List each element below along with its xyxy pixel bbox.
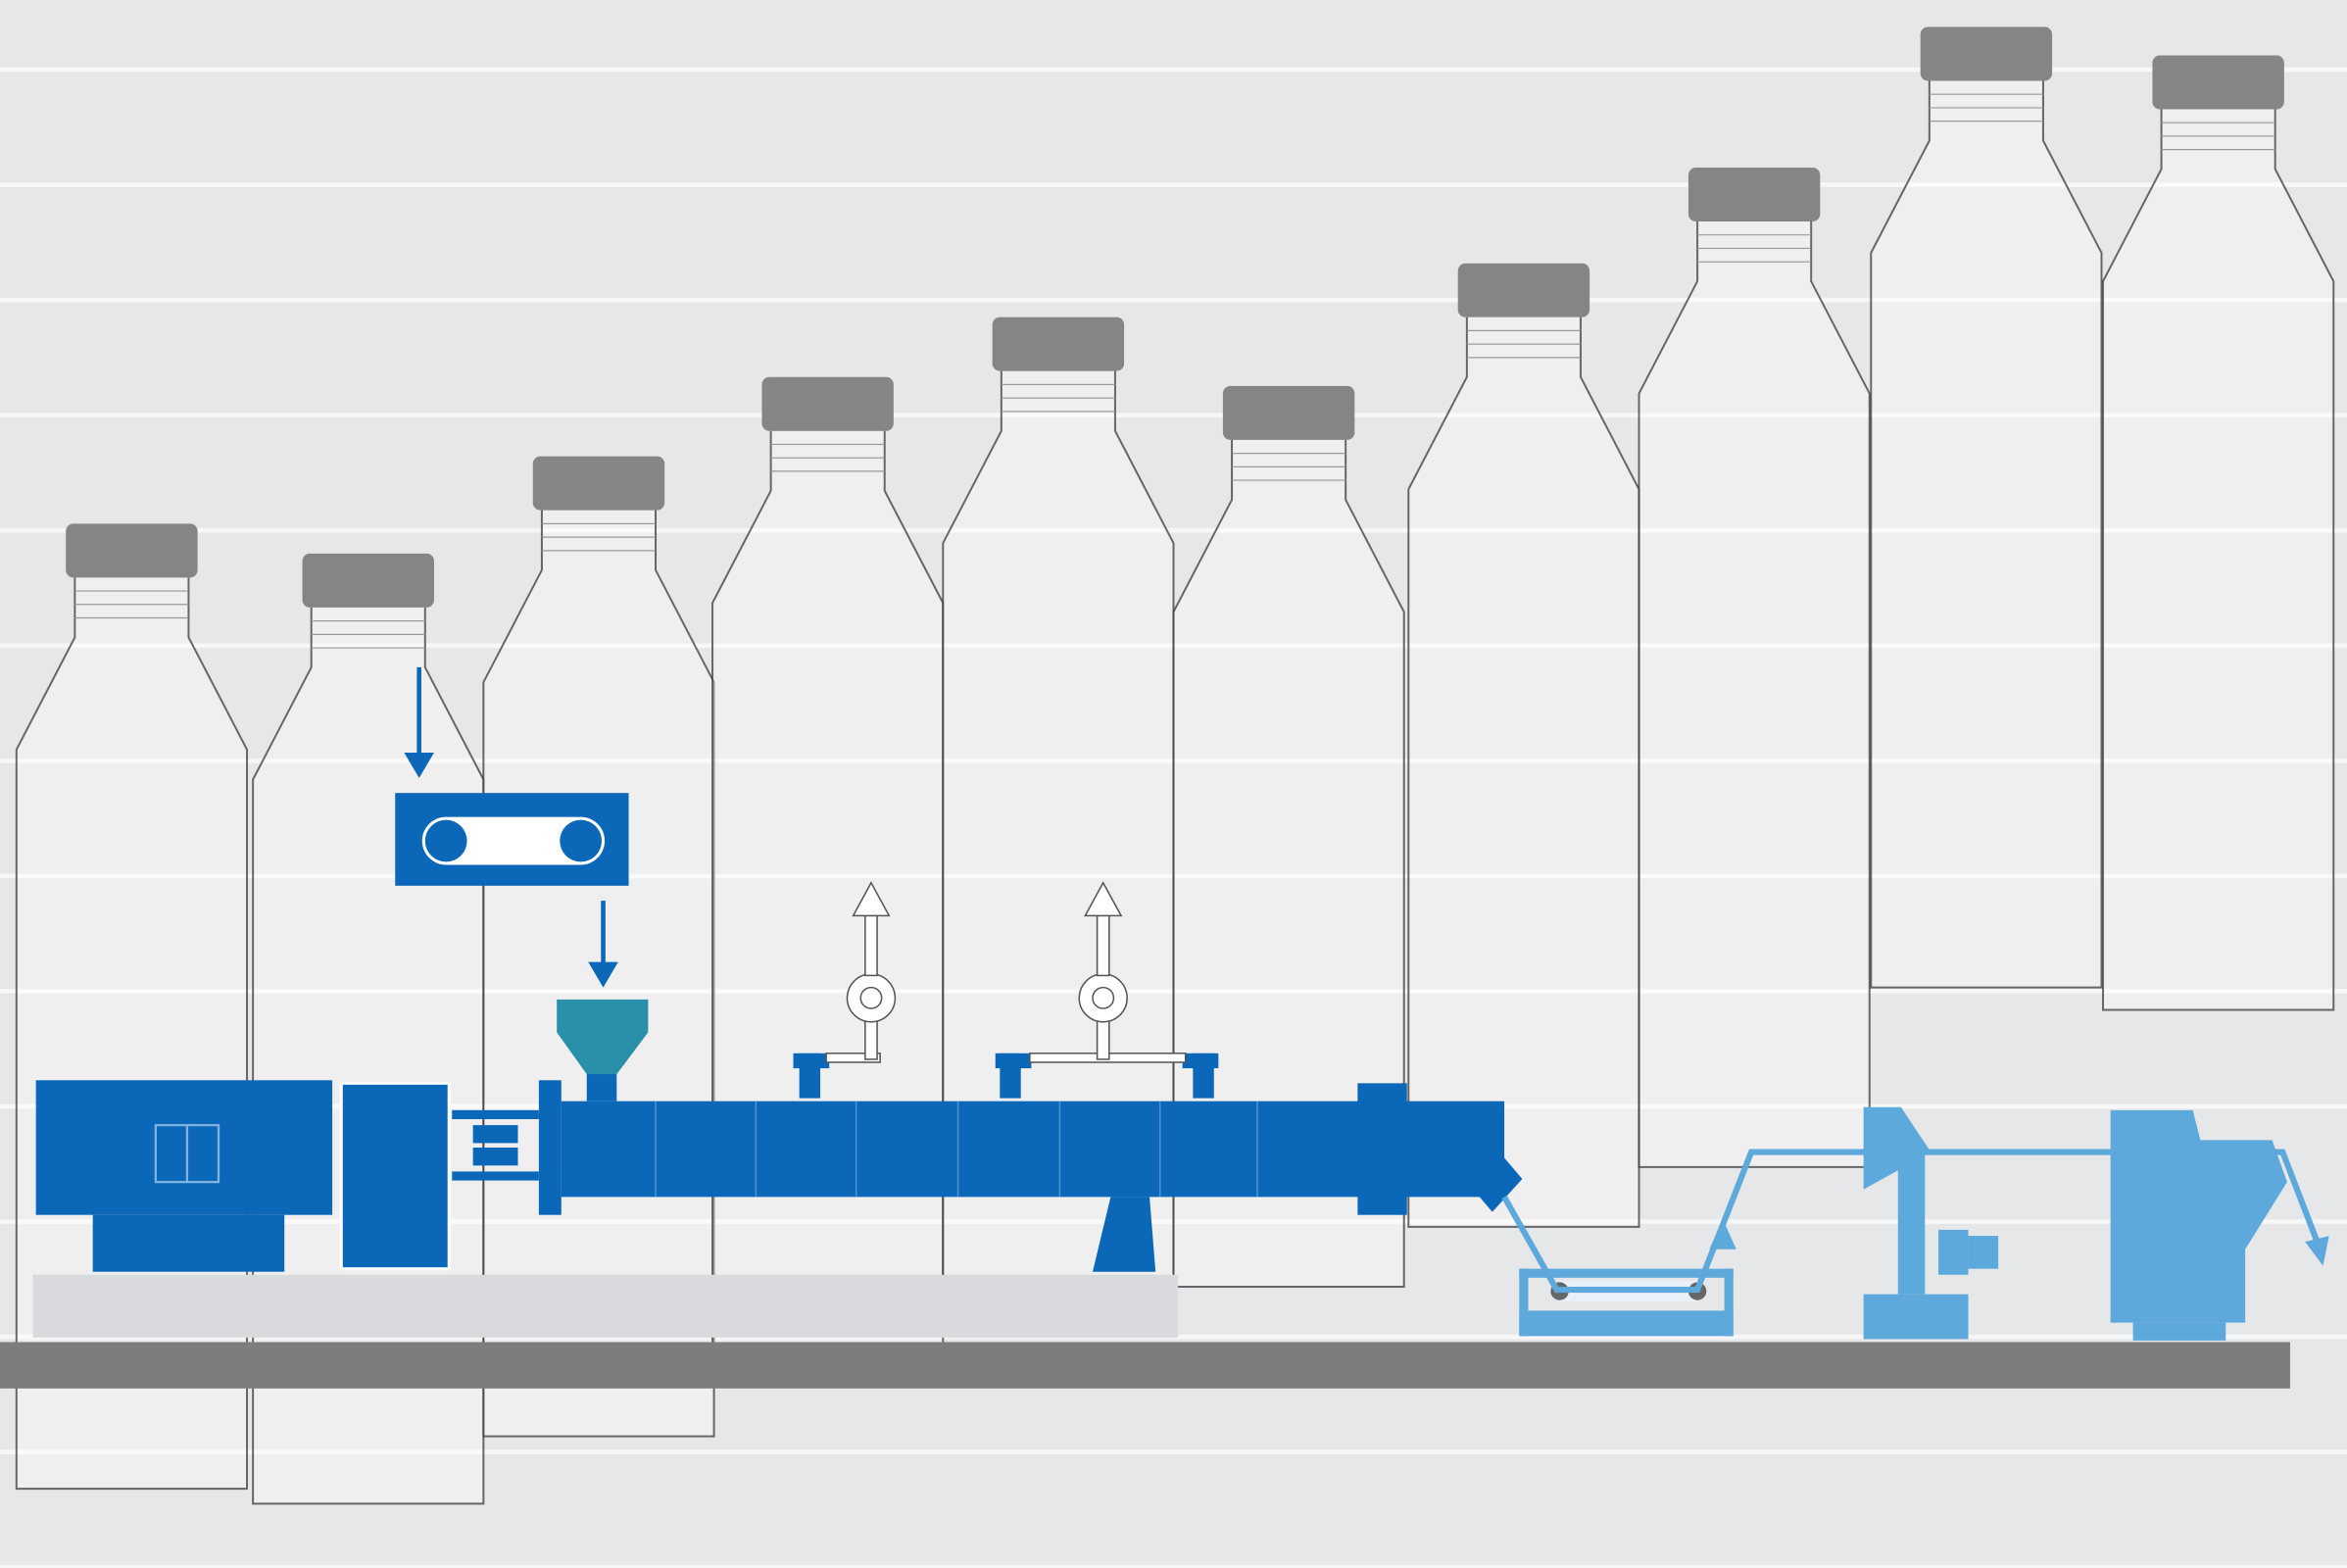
vacuum-pump-icon — [1029, 881, 1187, 1063]
extruder-line — [35, 666, 1523, 1272]
strand-path — [1501, 1149, 2323, 1294]
arrow-up-icon — [1084, 881, 1123, 917]
stripe — [0, 413, 2347, 417]
arrow-up-icon — [852, 881, 891, 917]
bottle-icon — [1172, 385, 1405, 1288]
extruder-barrel-icon — [561, 1071, 1523, 1272]
stripe — [0, 182, 2347, 187]
hopper-icon — [557, 999, 649, 1075]
bottle-icon — [1870, 26, 2103, 989]
floor-bar — [0, 1342, 2290, 1389]
stripe — [0, 1449, 2347, 1454]
water-bath-icon — [1519, 1268, 1734, 1337]
coupling — [452, 1080, 562, 1215]
stripe — [0, 1564, 2347, 1568]
downstream-equipment — [1501, 1106, 2329, 1341]
stripe — [0, 297, 2347, 303]
vent-ports — [793, 1053, 1219, 1099]
bottle-icon — [2102, 55, 2335, 1011]
stripe — [0, 527, 2347, 533]
machine-base — [32, 1274, 1179, 1338]
bottle-icon — [1638, 167, 1871, 1168]
stripe — [0, 67, 2347, 73]
conveyor-icon — [395, 793, 629, 886]
vacuum-pumps — [825, 881, 1187, 1063]
motor-icon — [35, 1080, 451, 1272]
arrow-down-icon — [404, 666, 618, 988]
pelletizer-icon — [1863, 1106, 2287, 1341]
vacuum-pump-icon — [825, 881, 897, 1063]
